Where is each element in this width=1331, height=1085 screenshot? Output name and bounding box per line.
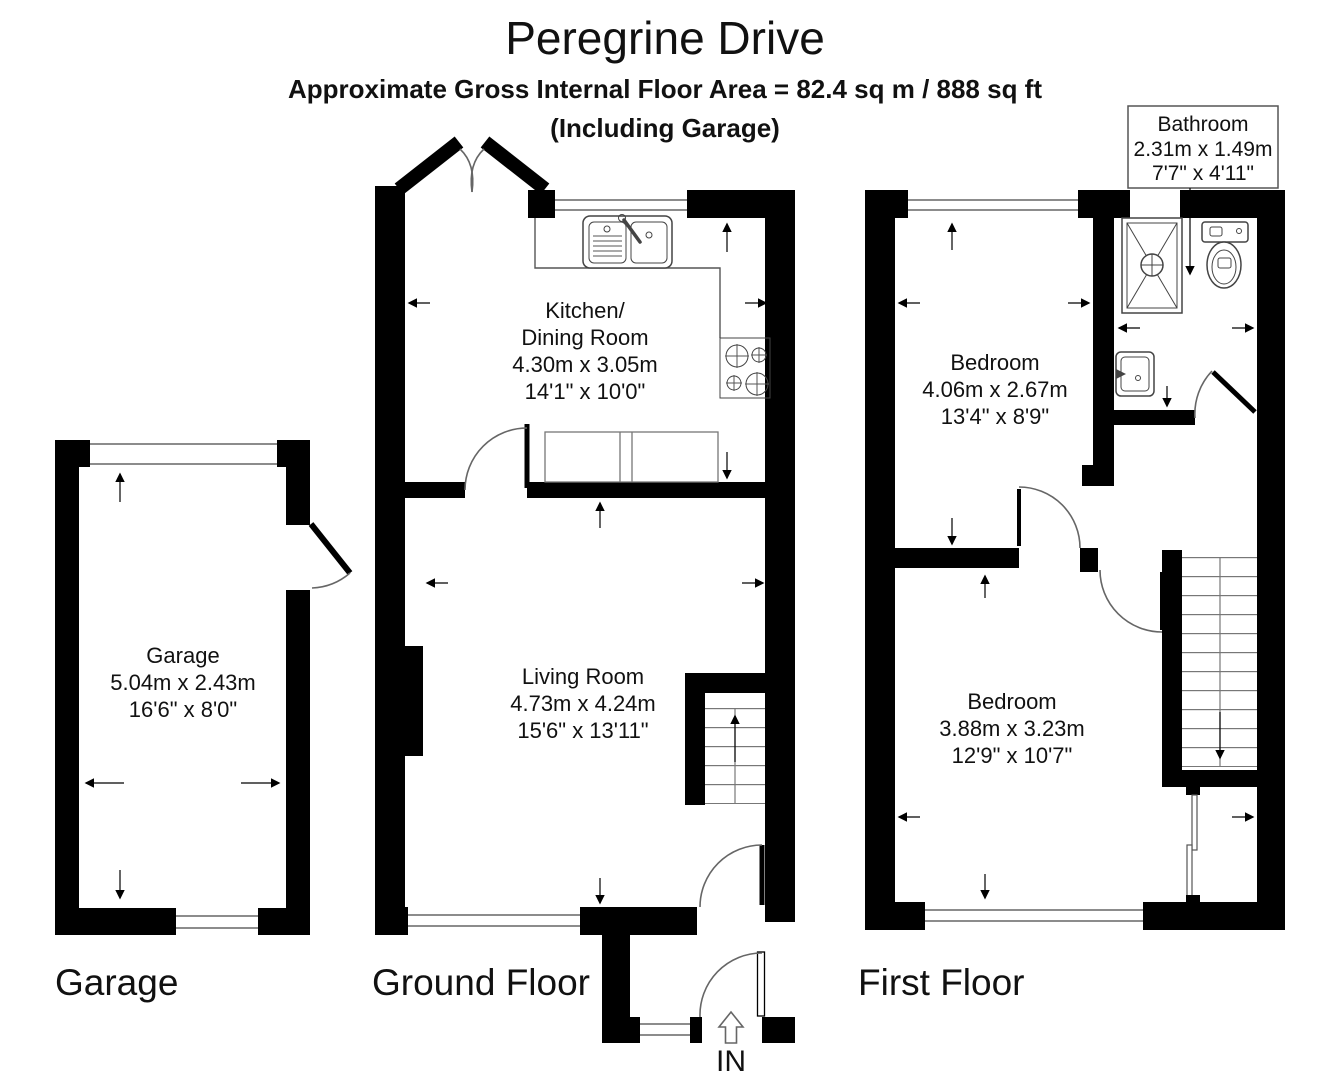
- garage-room-label: Garage 5.04m x 2.43m 16'6" x 8'0": [110, 643, 256, 722]
- ground-floor-stairs: [685, 673, 772, 805]
- chimney-breast: [405, 646, 423, 756]
- bathroom-door: [1194, 370, 1257, 419]
- bedroom2-door: [1099, 569, 1164, 633]
- floor-label-ground: Ground Floor: [372, 962, 590, 1003]
- bedroom1-dimension-arrows: [897, 222, 1091, 546]
- bathroom-callout: Bathroom 2.31m x 1.49m 7'7" x 4'11": [1127, 105, 1279, 276]
- bedroom2-name: Bedroom: [967, 689, 1056, 714]
- bathroom-dimension-arrows: [1117, 323, 1255, 408]
- garage-structure: Garage 5.04m x 2.43m 16'6" x 8'0": [55, 440, 353, 935]
- garage-dimension-arrows: [84, 472, 281, 900]
- entrance-in-label: IN: [716, 1045, 746, 1078]
- bedroom2-label: Bedroom 3.88m x 3.23m 12'9" x 10'7": [939, 689, 1085, 768]
- living-room-size-imperial: 15'6" x 13'11": [517, 718, 648, 743]
- garage-size-imperial: 16'6" x 8'0": [129, 697, 237, 722]
- floor-area-subtitle: Approximate Gross Internal Floor Area = …: [288, 74, 1042, 104]
- hall-door: [699, 844, 765, 908]
- floor-label-garage: Garage: [55, 962, 178, 1003]
- entrance-door: [699, 951, 766, 1018]
- header: Peregrine Drive Approximate Gross Intern…: [288, 12, 1042, 143]
- toilet: [1201, 221, 1249, 289]
- garage-window: [90, 440, 277, 467]
- bathroom-callout-metric: 2.31m x 1.49m: [1134, 138, 1273, 161]
- porch-window: [640, 1017, 690, 1043]
- bedroom2-size-imperial: 12'9" x 10'7": [952, 743, 1073, 768]
- bedroom1-name: Bedroom: [950, 350, 1039, 375]
- porch-structure: [602, 922, 795, 1044]
- bedroom1-size-metric: 4.06m x 2.67m: [922, 377, 1068, 402]
- garage-side-door: [308, 522, 353, 589]
- kitchen-cupboard: [544, 431, 719, 483]
- living-room-size-metric: 4.73m x 4.24m: [510, 691, 656, 716]
- ground-floor-structure: Kitchen/ Dining Room 4.30m x 3.05m 14'1"…: [375, 136, 795, 1044]
- garage-name: Garage: [146, 643, 219, 668]
- kitchen-room-label: Kitchen/ Dining Room 4.30m x 3.05m 14'1"…: [512, 298, 658, 404]
- bedroom1-label: Bedroom 4.06m x 2.67m 13'4" x 8'9": [922, 350, 1068, 429]
- kitchen-hob: [719, 337, 771, 399]
- kitchen-sink: [582, 214, 673, 269]
- bedroom2-window: [925, 902, 1143, 930]
- kitchen-window: [555, 190, 687, 218]
- including-garage-note: (Including Garage): [550, 113, 780, 143]
- kitchen-dimension-arrows: [407, 222, 768, 480]
- kitchen-name-line2: Dining Room: [521, 325, 648, 350]
- bathroom-callout-box: [1127, 105, 1279, 189]
- kitchen-name-line1: Kitchen/: [545, 298, 625, 323]
- bathroom-window: [1130, 190, 1180, 218]
- stair-cupboard-partition: [1186, 787, 1200, 903]
- page-title: Peregrine Drive: [505, 12, 825, 64]
- living-room-dimension-arrows: [425, 501, 765, 905]
- kitchen-size-imperial: 14'1" x 10'0": [525, 379, 646, 404]
- entrance-in-arrow: [717, 1010, 745, 1044]
- kitchen-size-metric: 4.30m x 3.05m: [512, 352, 658, 377]
- floor-label-first: First Floor: [858, 962, 1025, 1003]
- living-room-label: Living Room 4.73m x 4.24m 15'6" x 13'11": [510, 664, 656, 743]
- bedroom1-door: [1017, 486, 1081, 549]
- floor-labels: Garage Ground Floor First Floor IN: [55, 962, 1025, 1078]
- basin: [1115, 351, 1155, 397]
- bedroom2-size-metric: 3.88m x 3.23m: [939, 716, 1085, 741]
- french-doors: [394, 136, 550, 195]
- shower: [1121, 217, 1183, 314]
- first-floor-stairs: [1162, 550, 1260, 787]
- bedroom1-window: [908, 190, 1078, 218]
- bedroom1-size-imperial: 13'4" x 8'9": [941, 404, 1049, 429]
- first-floor-structure: Bedroom 4.06m x 2.67m 13'4" x 8'9" Bedro…: [865, 190, 1285, 930]
- bedroom2-dimension-arrows: [897, 574, 1255, 900]
- garage-door: [176, 908, 258, 935]
- living-room-window: [408, 907, 580, 935]
- kitchen-door: [464, 424, 530, 491]
- bathroom-callout-title: Bathroom: [1157, 113, 1248, 136]
- living-room-name: Living Room: [522, 664, 644, 689]
- bathroom-callout-imperial: 7'7" x 4'11": [1152, 162, 1254, 185]
- garage-size-metric: 5.04m x 2.43m: [110, 670, 256, 695]
